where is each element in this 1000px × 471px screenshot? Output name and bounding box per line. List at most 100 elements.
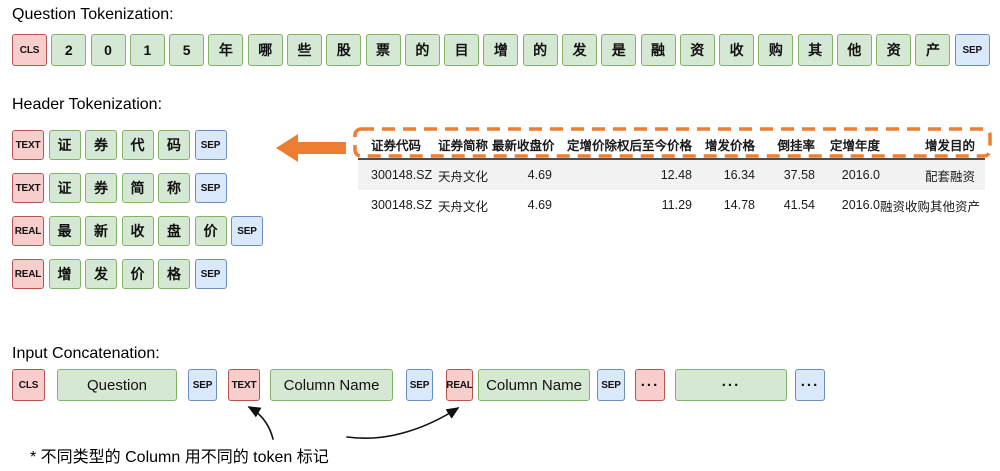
token-2: 2 <box>51 34 87 66</box>
token-char: ... <box>795 369 825 401</box>
token-char: 购 <box>758 34 794 66</box>
token-cls: CLS <box>12 34 47 66</box>
token-char: 哪 <box>247 34 283 66</box>
token-question: Question <box>57 369 177 401</box>
token-char: 资 <box>876 34 912 66</box>
curved-arrow-to-text-token <box>247 406 274 440</box>
token-sep: SEP <box>194 259 227 289</box>
table-cell: 天舟文化 <box>438 169 489 184</box>
table-cell: 300148.SZ <box>371 198 433 212</box>
token-char: 代 <box>121 130 154 160</box>
result-table: 证券代码 证券简称最新收盘价定增价除权后至今价格增发价格 倒挂率定增年度 增发目的 30… <box>358 131 985 220</box>
token-char: 发 <box>85 259 117 289</box>
column-header: 证券代码 <box>371 139 422 153</box>
left-arrow-icon <box>276 134 346 162</box>
token-char: 股 <box>326 34 362 66</box>
column-header: 证券简称 <box>438 139 489 153</box>
token-real: REAL <box>12 216 44 246</box>
token-char: 发 <box>561 34 597 66</box>
column-header: 定增年度 <box>829 139 880 153</box>
table-cell: 37.58 <box>783 168 815 182</box>
table-cell: 4.69 <box>527 168 552 182</box>
token-char: 盘 <box>158 216 190 246</box>
table-cell: 配套融资 <box>924 169 975 184</box>
token-char: 称 <box>158 173 190 203</box>
token-real: REAL <box>446 369 473 401</box>
token-char: 增 <box>483 34 519 66</box>
question-section-title: Question Tokenization: <box>12 6 174 23</box>
token-char: ... <box>675 369 787 401</box>
annotation-arrows <box>247 406 460 440</box>
token-char: 收 <box>719 34 755 66</box>
input-section-title: Input Concatenation: <box>12 345 160 362</box>
token-char: 格 <box>158 259 190 289</box>
footnote: * 不同类型的 Column 用不同的 token 标记 <box>30 449 329 466</box>
token-sep: SEP <box>194 173 227 203</box>
token-char: ... <box>635 369 665 401</box>
token-char: 最 <box>48 216 81 246</box>
token-text: TEXT <box>12 173 44 203</box>
token-char: 新 <box>85 216 117 246</box>
token-char: 价 <box>194 216 227 246</box>
token-sep: SEP <box>194 130 227 160</box>
table-cell: 2016.0 <box>841 168 880 182</box>
token-char: 的 <box>404 34 440 66</box>
token-char: 资 <box>679 34 715 66</box>
token-1: 1 <box>129 34 165 66</box>
token-char: 年 <box>208 34 244 66</box>
token-char: 目 <box>444 34 480 66</box>
token-sep: SEP <box>597 369 625 401</box>
table-cell: 4.69 <box>527 198 552 212</box>
table-cell: 300148.SZ <box>371 168 433 182</box>
token-real: REAL <box>12 259 44 289</box>
table-header-row: 证券代码 证券简称最新收盘价定增价除权后至今价格增发价格 倒挂率定增年度 增发目的 <box>358 131 985 159</box>
token-char: 是 <box>601 34 637 66</box>
token-char: 票 <box>365 34 401 66</box>
table-cell: 12.48 <box>660 168 692 182</box>
column-header: 定增价除权后至今价格 <box>566 139 692 153</box>
token-char: 些 <box>286 34 322 66</box>
table-row: 300148.SZ 天舟文化 4.69 12.48 16.34 37.58 2016.0 配套… <box>358 159 985 190</box>
token-char: 融 <box>640 34 676 66</box>
token-char: 收 <box>121 216 154 246</box>
token-text: TEXT <box>228 369 260 401</box>
column-header: 最新收盘价 <box>492 139 555 153</box>
table-cell: 16.34 <box>723 168 755 182</box>
token-char: 其 <box>797 34 833 66</box>
token-cls: CLS <box>12 369 45 401</box>
token-char: 增 <box>48 259 81 289</box>
column-header: 增发价格 <box>704 139 755 153</box>
token-columnname: Column Name <box>478 369 590 401</box>
token-text: TEXT <box>12 130 44 160</box>
curved-arrow-to-real-token <box>346 407 460 439</box>
token-sep: SEP <box>406 369 433 401</box>
token-char: 他 <box>836 34 872 66</box>
token-char: 码 <box>158 130 190 160</box>
token-char: 产 <box>915 34 951 66</box>
column-header: 增发目的 <box>924 139 975 153</box>
table-cell: 11.29 <box>661 198 692 212</box>
token-char: 证 <box>48 173 81 203</box>
token-sep: SEP <box>954 34 990 66</box>
table-cell: 天舟文化 <box>438 199 489 214</box>
header-section-title: Header Tokenization: <box>12 96 163 113</box>
token-char: 券 <box>85 173 117 203</box>
token-char: 的 <box>522 34 558 66</box>
token-char: 券 <box>85 130 117 160</box>
table-cell: 14.78 <box>723 198 755 212</box>
table-cell: 41.54 <box>783 198 815 212</box>
column-header: 倒挂率 <box>777 139 815 153</box>
table-cell: 2016.0 <box>841 198 880 212</box>
token-char: 价 <box>121 259 154 289</box>
table-cell: 融资收购其他资产 <box>880 199 981 214</box>
token-columnname: Column Name <box>270 369 393 401</box>
header-highlight-dashed-border <box>353 127 992 158</box>
